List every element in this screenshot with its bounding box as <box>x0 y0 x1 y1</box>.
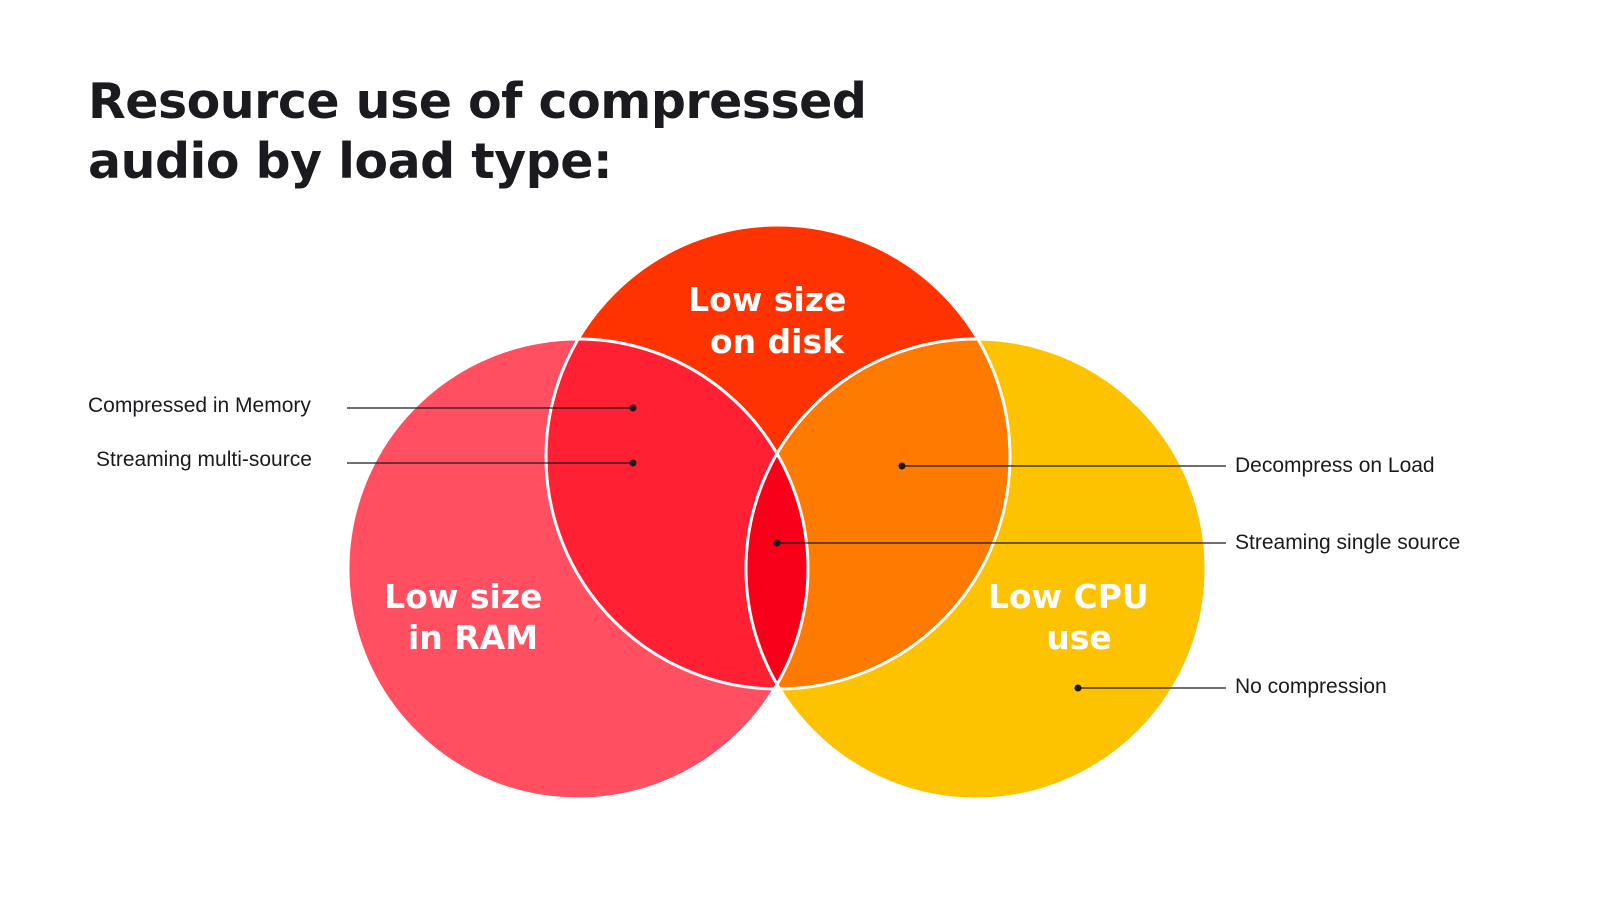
set-cpu-label-line-1: Low CPU <box>988 577 1149 616</box>
callout-decompress-on-load-dot <box>898 462 906 470</box>
set-ram-label: Low size in RAM <box>384 577 554 657</box>
callout-compressed-in-memory-label: Compressed in Memory <box>88 394 311 417</box>
callout-decompress-on-load-label: Decompress on Load <box>1235 454 1435 477</box>
callout-streaming-single-source: Streaming single source <box>773 531 1460 554</box>
callout-no-compression-dot <box>1074 684 1082 692</box>
callout-streaming-multi-source-dot <box>629 459 637 467</box>
set-disk-label: Low size on disk <box>688 280 858 361</box>
set-cpu-label: Low CPU use <box>988 577 1160 657</box>
set-ram-label-line-2: in RAM <box>408 618 538 657</box>
callout-no-compression-label: No compression <box>1235 675 1387 698</box>
title-line-2: audio by load type: <box>88 133 613 190</box>
set-disk-outline <box>544 223 1012 691</box>
callout-streaming-single-source-label: Streaming single source <box>1235 531 1460 554</box>
set-disk-label-line-1: Low size <box>688 280 846 319</box>
page-title: Resource use of compressed audio by load… <box>88 72 867 192</box>
set-disk-label-line-2: on disk <box>710 322 845 361</box>
callout-decompress-on-load: Decompress on Load <box>898 454 1435 477</box>
callout-compressed-in-memory-dot <box>629 404 637 412</box>
set-ram-label-line-1: Low size <box>384 577 542 616</box>
title-line-1: Resource use of compressed <box>88 73 867 130</box>
set-cpu-outline <box>744 337 1208 801</box>
callout-no-compression: No compression <box>1074 675 1387 698</box>
callout-streaming-single-source-dot <box>773 539 781 547</box>
callout-compressed-in-memory: Compressed in Memory <box>88 394 637 417</box>
callout-streaming-multi-source: Streaming multi-source <box>96 448 637 471</box>
callout-streaming-multi-source-label: Streaming multi-source <box>96 448 312 471</box>
set-cpu-label-line-2: use <box>1046 618 1112 657</box>
